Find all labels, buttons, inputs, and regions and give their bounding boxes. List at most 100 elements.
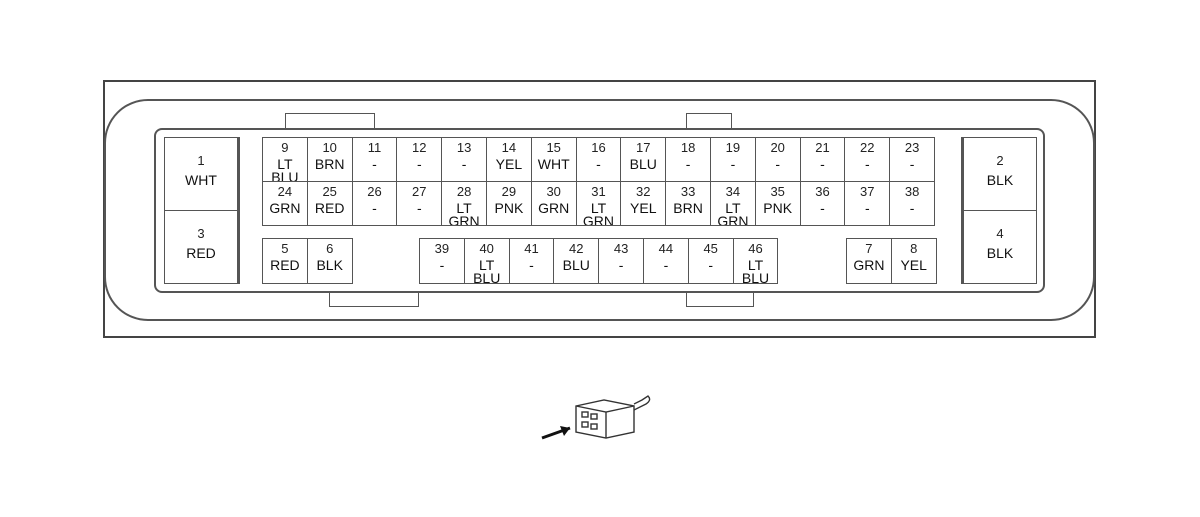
pin-cell-20: 20- xyxy=(754,137,801,182)
pin-number: 32 xyxy=(636,184,651,199)
pin-cell-18: 18- xyxy=(665,137,711,182)
wire-color: - xyxy=(864,200,870,216)
wire-color: - xyxy=(372,200,377,216)
wire-color: LT GRN xyxy=(717,200,749,226)
pin-number: 20 xyxy=(770,140,785,155)
pin-number: 14 xyxy=(501,140,517,155)
pin-cell-19: 19- xyxy=(710,137,756,182)
wire-color: - xyxy=(864,156,870,172)
pin-cell-16: 16- xyxy=(575,137,622,182)
pin-number: 19 xyxy=(725,140,741,155)
pin-number: 11 xyxy=(367,140,382,155)
pin-cell-11: 11- xyxy=(351,137,398,182)
pin-number: 16 xyxy=(591,140,606,155)
pin-cell-41: 41- xyxy=(508,238,555,284)
pin-number: 23 xyxy=(904,140,920,155)
pin-cell-12: 12- xyxy=(396,137,443,182)
pin-number: 26 xyxy=(367,184,382,199)
pin-cell-45: 45- xyxy=(687,238,734,284)
pin-number: 43 xyxy=(613,241,629,256)
wire-color: - xyxy=(820,156,825,172)
wire-color: LT BLU xyxy=(473,257,501,284)
pin-number: 31 xyxy=(591,184,606,199)
pin-cell-13: 13- xyxy=(441,137,487,182)
pin-number: 15 xyxy=(546,140,561,155)
connector-outer-housing xyxy=(104,99,1095,321)
wire-color: WHT xyxy=(185,172,217,188)
wire-color: - xyxy=(529,257,534,273)
wire-color: BLK xyxy=(316,257,343,273)
pin-cell-39: 39- xyxy=(419,238,465,284)
pin-number: 34 xyxy=(725,184,741,199)
wire-color: - xyxy=(416,200,422,216)
wire-color: RED xyxy=(270,257,300,273)
pin-number: 38 xyxy=(904,184,920,199)
connector-view-arrow-icon xyxy=(541,395,651,440)
wire-color: BLU xyxy=(562,257,590,273)
pin-number: 42 xyxy=(569,241,584,256)
wire-color: WHT xyxy=(537,156,570,172)
pin-cell-22: 22- xyxy=(844,137,891,182)
pin-number: 8 xyxy=(910,241,918,256)
wire-color: GRN xyxy=(853,257,885,273)
wire-color: - xyxy=(730,156,736,172)
wire-color: - xyxy=(439,257,445,273)
pin-number: 24 xyxy=(277,184,293,199)
pin-number: 29 xyxy=(501,184,517,199)
pin-number: 25 xyxy=(322,184,337,199)
bottom-right-latch xyxy=(686,291,754,307)
wire-color: - xyxy=(596,156,601,172)
left-cavity-divider xyxy=(238,137,240,284)
pin-number: 13 xyxy=(456,140,472,155)
pin-number: 3 xyxy=(197,226,205,241)
wire-color: YEL xyxy=(900,257,927,273)
wire-color: - xyxy=(708,257,714,273)
pin-number: 36 xyxy=(815,184,830,199)
pin-number: 35 xyxy=(770,184,785,199)
pin-number: 37 xyxy=(860,184,875,199)
pin-number: 22 xyxy=(860,140,875,155)
pin-number: 18 xyxy=(680,140,696,155)
pin-cell-27: 27- xyxy=(396,181,443,226)
pin-number: 27 xyxy=(412,184,427,199)
wire-color: BLK xyxy=(986,245,1014,261)
wire-color: - xyxy=(416,156,422,172)
wire-color: GRN xyxy=(538,200,570,216)
pin-cell-44: 44- xyxy=(643,238,689,284)
wire-color: - xyxy=(909,156,915,172)
pin-number: 5 xyxy=(281,241,289,256)
wire-color: - xyxy=(775,156,781,172)
wire-color: BLU xyxy=(629,156,657,172)
wire-color: BRN xyxy=(673,200,703,216)
wire-color: LT BLU xyxy=(271,156,299,182)
pin-number: 46 xyxy=(748,241,763,256)
wire-color: LT GRN xyxy=(582,200,615,226)
pin-number: 4 xyxy=(996,226,1004,241)
pin-number: 44 xyxy=(658,241,674,256)
wire-color: PNK xyxy=(763,200,793,216)
pin-cell-26: 26- xyxy=(351,181,398,226)
wire-color: - xyxy=(618,257,624,273)
pin-number: 17 xyxy=(636,140,651,155)
wire-color: BLK xyxy=(986,172,1014,188)
pin-number: 30 xyxy=(546,184,561,199)
